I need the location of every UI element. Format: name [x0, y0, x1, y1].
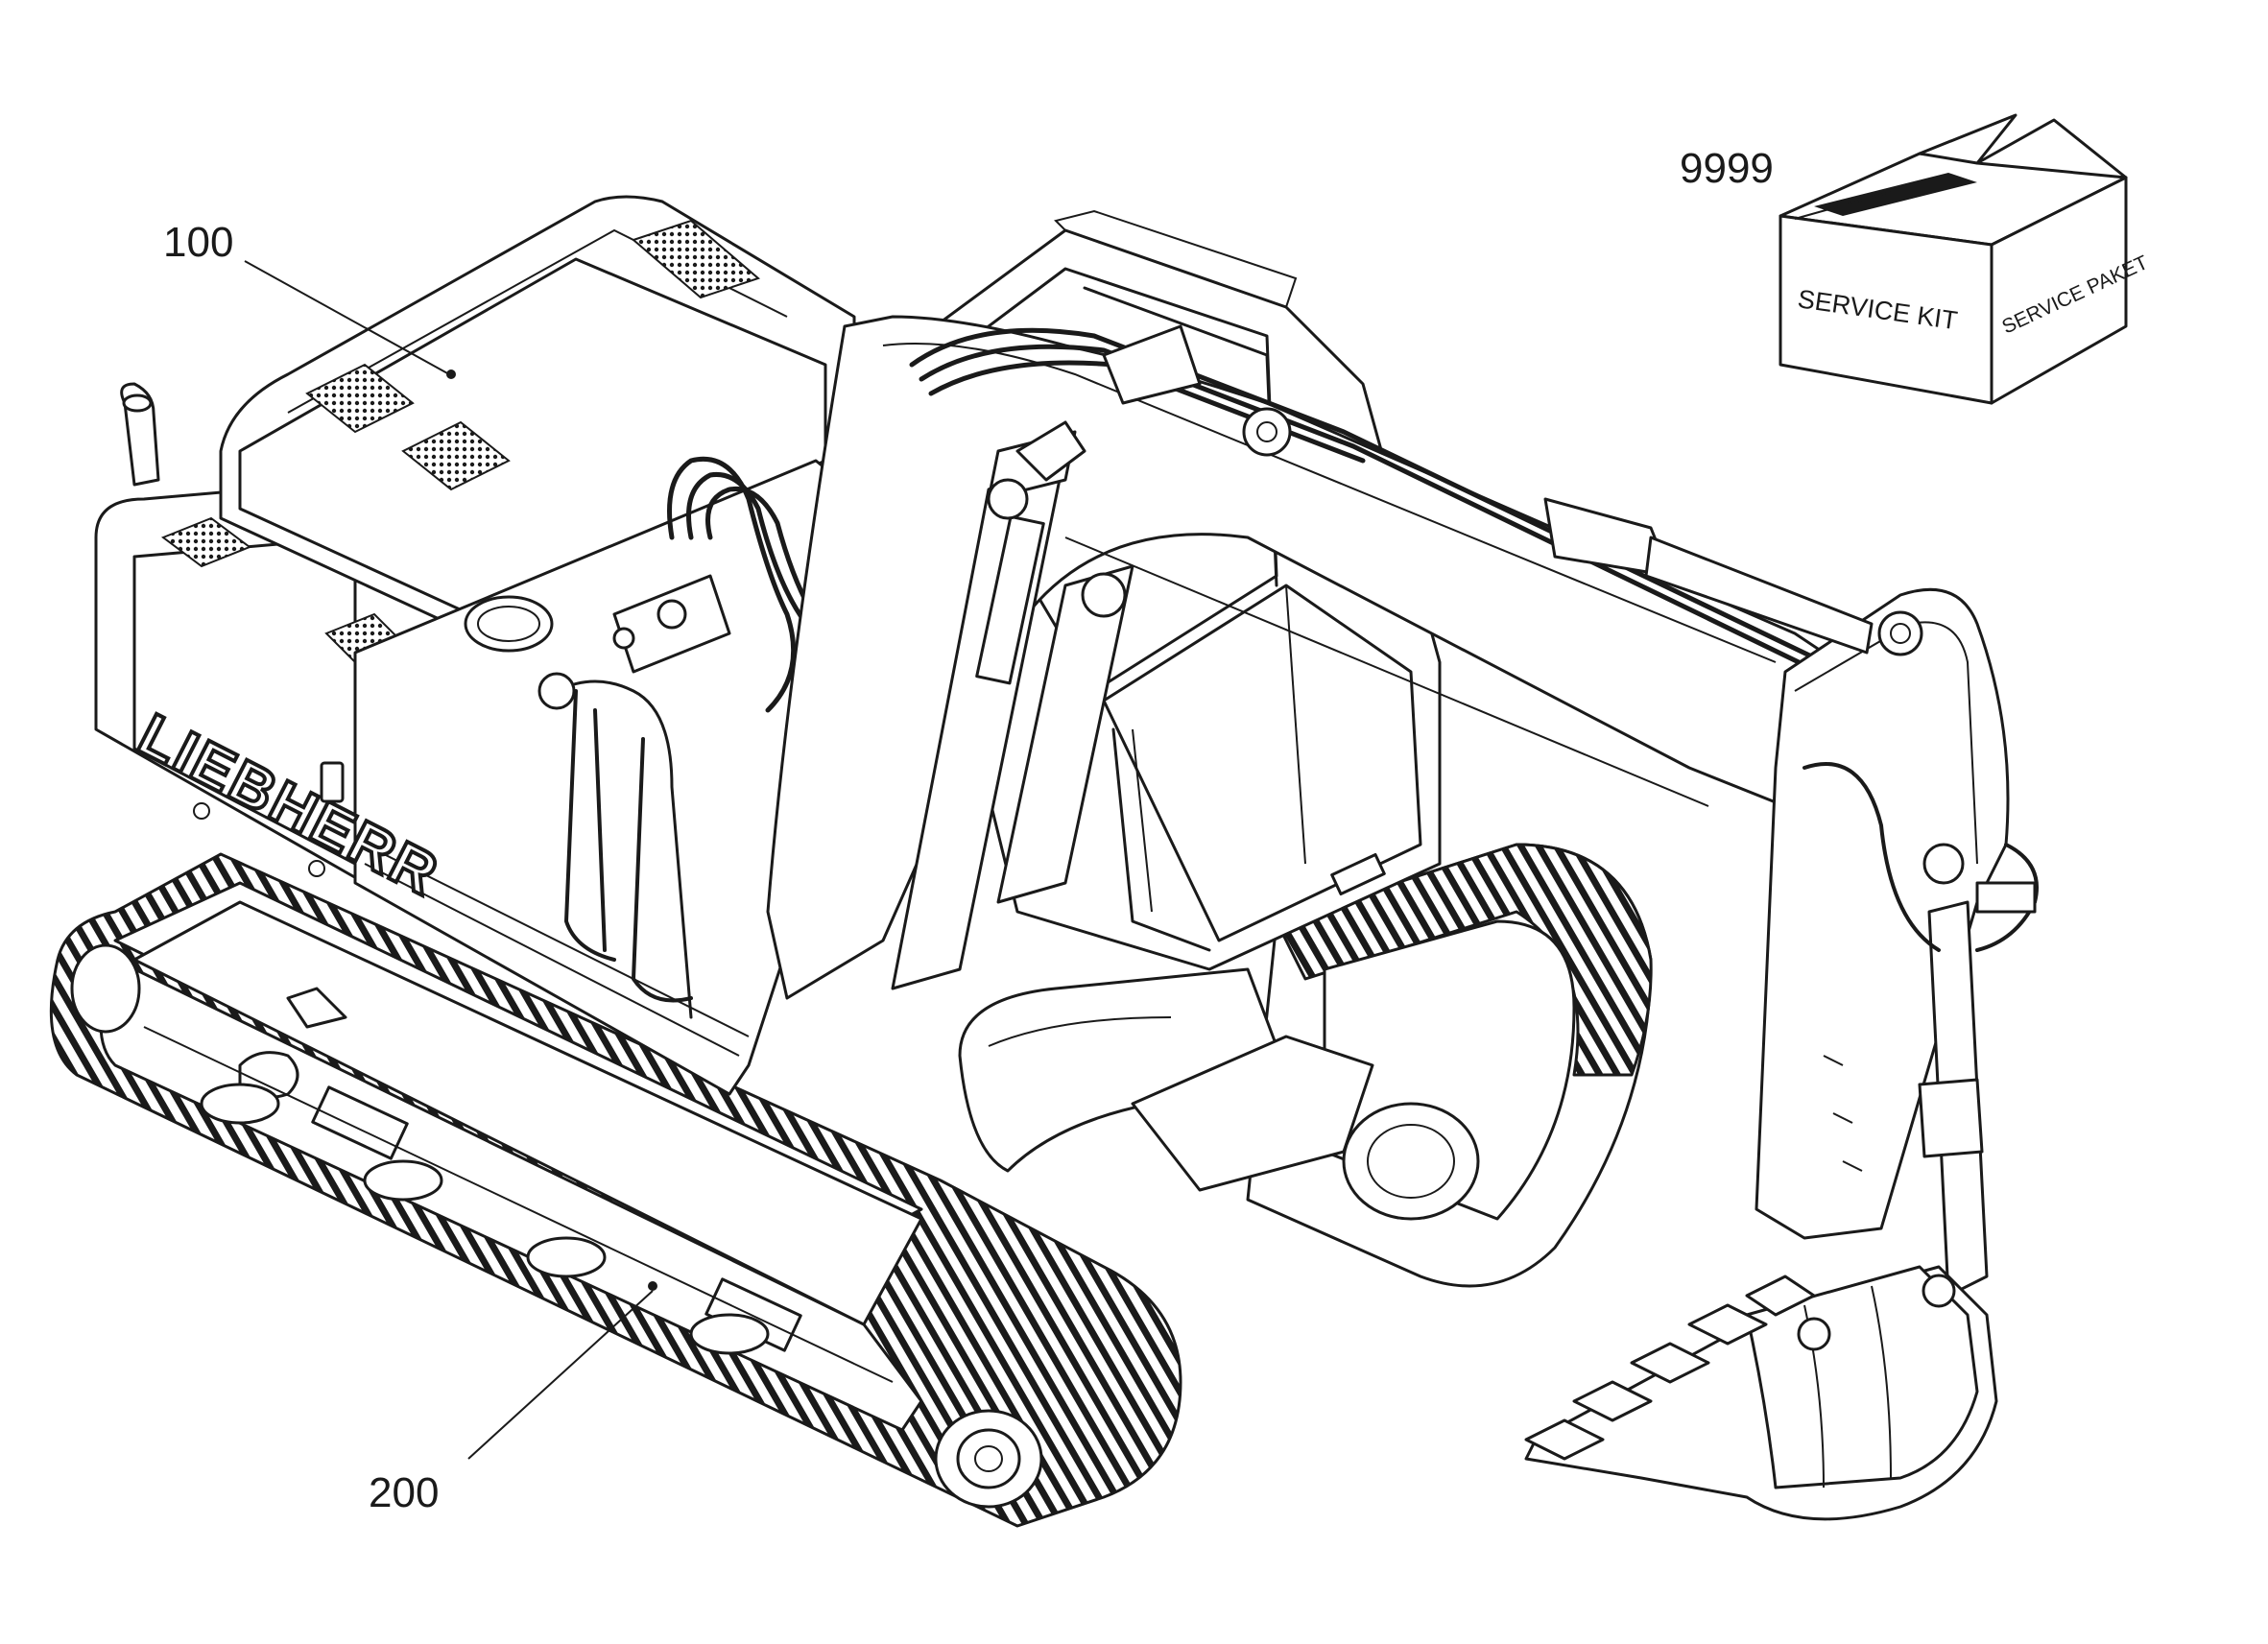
- service-kit-box: SERVICE KIT SERVICE PAKET: [1779, 113, 2152, 405]
- exhaust-pipe: [120, 382, 160, 487]
- callout-100: 100: [163, 219, 456, 379]
- callout-label-200: 200: [369, 1469, 439, 1516]
- bucket: [1524, 1265, 1998, 1521]
- callout-label-100: 100: [163, 219, 233, 266]
- boom-cylinders: [891, 420, 1134, 990]
- callout-200: 200: [369, 1290, 654, 1516]
- front-crawler-track: [49, 852, 1182, 1528]
- bucket-teeth: [1524, 1275, 1816, 1461]
- rear-crawler-track: [1246, 843, 1653, 1288]
- superstructure: LIEBHERR: [94, 195, 866, 1096]
- hydraulic-lines: [537, 456, 828, 1019]
- track-rollers: [200, 1083, 770, 1355]
- callout-9999: 9999: [1680, 145, 1774, 192]
- drive-sprocket: [934, 1409, 1043, 1509]
- stick-arm: [1543, 497, 2039, 1298]
- callout-label-9999: 9999: [1680, 145, 1774, 192]
- carbody-frame: [958, 967, 1374, 1192]
